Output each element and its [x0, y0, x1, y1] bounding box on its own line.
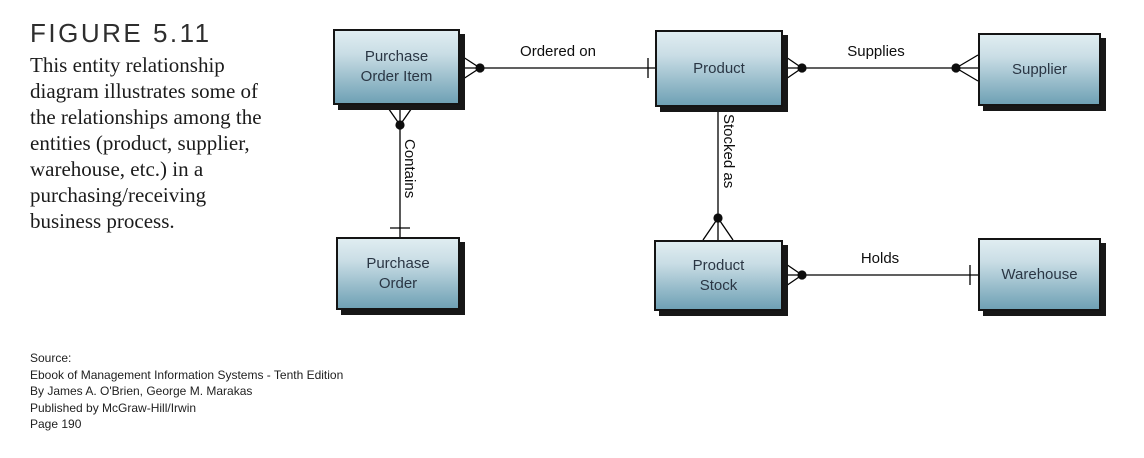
entity-box-warehouse: Warehouse	[978, 238, 1101, 311]
relationship-label-contains: Contains	[401, 139, 418, 199]
many-dot-marker	[951, 63, 961, 73]
relationship-label-ordered-on: Ordered on	[520, 43, 596, 60]
entity-box-product-stock: Product Stock	[654, 240, 783, 311]
entity-box-purchase-order-item: Purchase Order Item	[333, 29, 460, 105]
connector-ordered-on	[459, 54, 655, 82]
connector-supplies	[782, 54, 979, 82]
many-dot-marker	[713, 213, 723, 223]
connector-contains	[385, 104, 415, 237]
figure-caption: This entity relationship diagram illustr…	[30, 53, 262, 233]
entity-box-product: Product	[655, 30, 783, 107]
entity-box-purchase-order: Purchase Order	[336, 237, 460, 310]
relationship-label-holds: Holds	[860, 250, 900, 267]
many-dot-marker	[797, 270, 807, 280]
relationship-label-stocked-as: Stocked as	[720, 114, 737, 189]
figure-label: FIGURE 5.11	[30, 18, 212, 48]
source-note: Source: Ebook of Management Information …	[30, 351, 344, 431]
connector-holds	[782, 261, 978, 289]
entity-box-supplier: Supplier	[978, 33, 1101, 106]
relationship-label-supplies: Supplies	[847, 43, 905, 60]
many-dot-marker	[395, 120, 405, 130]
many-dot-marker	[475, 63, 485, 73]
many-dot-marker	[797, 63, 807, 73]
connector-stocked-as	[702, 107, 734, 241]
